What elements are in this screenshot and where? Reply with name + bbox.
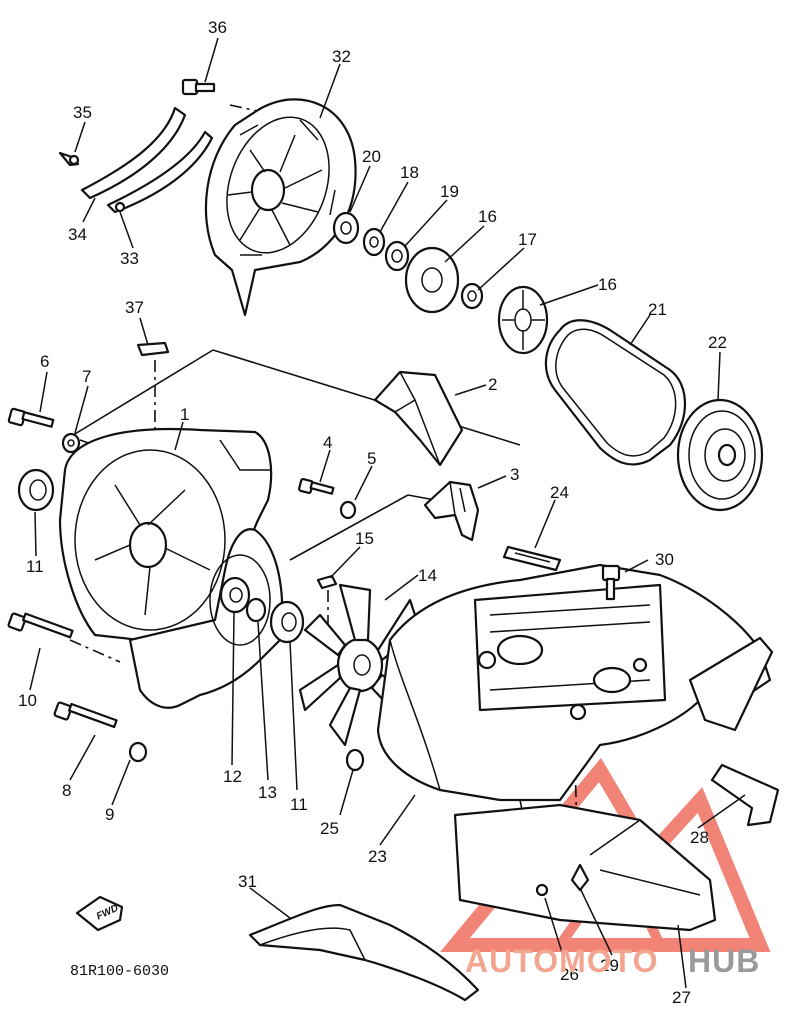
label-36: 36 [208, 18, 227, 37]
guard-31 [248, 903, 480, 1002]
label-34: 34 [68, 225, 87, 244]
bolt-6 [7, 407, 55, 428]
label-23: 23 [368, 847, 387, 866]
label-19: 19 [440, 182, 459, 201]
label-9: 9 [105, 805, 114, 824]
label-31: 31 [238, 872, 257, 891]
bolt-4 [298, 478, 335, 495]
screw-30 [601, 564, 621, 601]
bolt-10 [7, 612, 74, 639]
diagram-code: 81R100-6030 [70, 963, 169, 980]
label-20: 20 [362, 147, 381, 166]
pulley-stack [332, 211, 549, 355]
watermark-text: AUTOMOTO HUB [465, 943, 760, 979]
label-28: 28 [690, 828, 709, 847]
label-13: 13 [258, 783, 277, 802]
leader-lines [29, 37, 746, 989]
shroud-23 [376, 563, 772, 802]
label-30: 30 [655, 550, 674, 569]
label-3: 3 [510, 465, 519, 484]
label-2: 2 [488, 375, 497, 394]
label-37: 37 [125, 298, 144, 317]
label-21: 21 [648, 300, 667, 319]
label-26: 26 [560, 965, 579, 984]
washer-5 [339, 500, 357, 520]
seal-11-left [17, 468, 55, 512]
bracket-2 [373, 370, 464, 467]
watermark-part1: AUTOMOTO [465, 943, 658, 979]
label-5: 5 [367, 449, 376, 468]
screw-35 [58, 151, 80, 167]
fan-housing-1 [58, 427, 273, 643]
clip-29 [570, 863, 590, 892]
part-labels: 36 32 35 34 33 20 18 19 16 17 16 21 22 3… [18, 18, 727, 1007]
duct-27 [453, 803, 717, 932]
label-17: 17 [518, 230, 537, 249]
label-8: 8 [62, 781, 71, 800]
label-4: 4 [323, 433, 332, 452]
washer-7 [61, 432, 81, 454]
label-16a: 16 [478, 207, 497, 226]
washer-9 [128, 741, 148, 763]
seal-stack-center [219, 576, 305, 644]
clip-37 [136, 341, 170, 357]
label-33: 33 [120, 249, 139, 268]
label-35: 35 [73, 103, 92, 122]
label-12: 12 [223, 767, 242, 786]
label-29: 29 [600, 956, 619, 975]
duct-right [688, 636, 774, 732]
clip-3 [423, 480, 480, 542]
guide-strips [80, 106, 214, 214]
label-24: 24 [550, 483, 569, 502]
label-14: 14 [418, 566, 437, 585]
label-25: 25 [320, 819, 339, 838]
belt-21 [544, 319, 687, 466]
label-32: 32 [332, 47, 351, 66]
watermark-part2: HUB [688, 943, 760, 979]
label-11-left: 11 [26, 557, 44, 576]
label-10: 10 [18, 691, 37, 710]
label-18: 18 [400, 163, 419, 182]
label-11-center: 11 [290, 795, 308, 814]
flywheel-cover-32 [204, 98, 357, 317]
bolt-8 [53, 701, 118, 729]
label-27: 27 [672, 988, 691, 1007]
key-15 [316, 574, 338, 590]
bolt-36 [181, 78, 216, 96]
label-22: 22 [708, 333, 727, 352]
grommet-25 [345, 748, 365, 772]
label-16b: 16 [598, 275, 617, 294]
label-6: 6 [40, 352, 49, 371]
label-1: 1 [180, 405, 189, 424]
label-24 [502, 545, 562, 572]
pulley-22 [676, 398, 764, 512]
screw-26 [535, 883, 549, 897]
label-15: 15 [355, 529, 374, 548]
label-7: 7 [82, 367, 91, 386]
fwd-arrow: FWD [75, 895, 124, 932]
